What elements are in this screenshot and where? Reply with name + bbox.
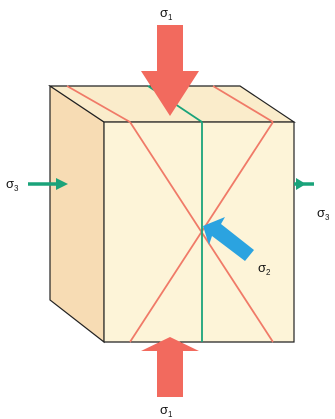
sigma3-right-label: σ3 xyxy=(317,205,330,222)
sigma1-top-arrow xyxy=(141,25,199,116)
sigma3-right-arrow-head xyxy=(296,178,306,190)
front-face-planes xyxy=(129,121,274,343)
sigma3-left-arrow-head xyxy=(56,178,68,190)
sigma2-label: σ2 xyxy=(258,260,271,277)
top-red-plane-right xyxy=(212,85,274,123)
sigma1-top-label: σ1 xyxy=(160,5,173,22)
sigma1-bottom-arrow xyxy=(141,337,199,397)
cube-side-face xyxy=(49,84,105,344)
sigma3-left-label: σ3 xyxy=(6,176,19,193)
sigma2-arrow xyxy=(203,217,254,261)
sigma1-bottom-label: σ1 xyxy=(160,402,173,419)
top-red-plane-left xyxy=(66,85,131,123)
cube-front-face xyxy=(103,121,295,343)
